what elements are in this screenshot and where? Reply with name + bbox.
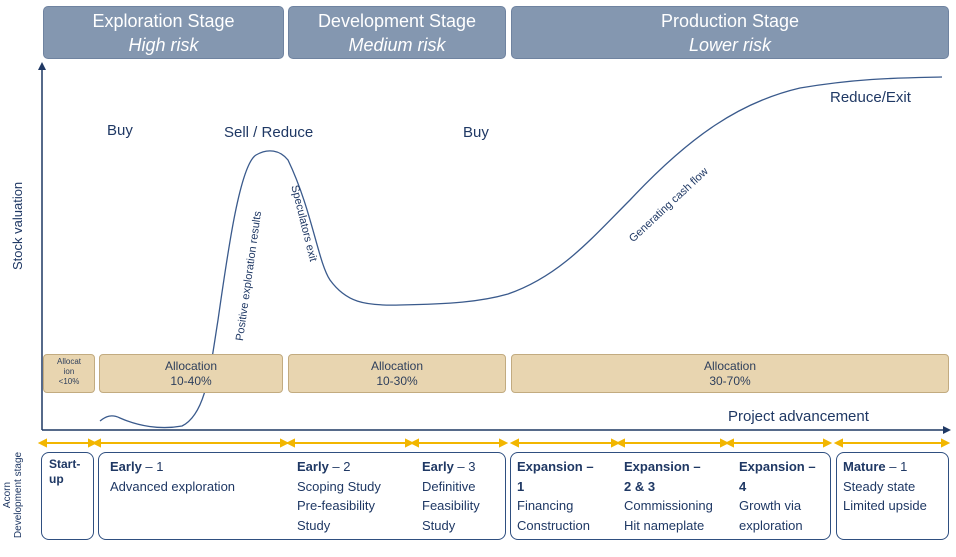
phase-expansion-1: Expansion – 1 Financing Construction [517, 457, 594, 535]
phase-desc: Study [422, 517, 456, 533]
phase-startup: Start- up [49, 457, 80, 487]
phase-desc: Advanced exploration [110, 478, 236, 494]
phase-desc: Steady state [843, 478, 916, 494]
phase-title-2: 2 & 3 [624, 478, 656, 494]
acorn-development-label: Acorn Development stage [2, 440, 24, 550]
phase-title: Early [110, 459, 142, 474]
phase-expansion-2-3: Expansion – 2 & 3 Commissioning Hit name… [624, 457, 713, 535]
phase-box-startup [41, 452, 94, 540]
allocation-value: <10% [58, 377, 80, 386]
phase-desc: Growth via [739, 498, 802, 513]
phase-number: – 2 [328, 459, 351, 474]
phase-box-mature [836, 452, 949, 540]
phase-title: Mature [843, 459, 886, 474]
phase-early-2: Early – 2 Scoping Study Pre-feasibility … [297, 457, 381, 535]
y-axis-label: Stock valuation [10, 181, 25, 270]
phase-desc: exploration [739, 517, 803, 533]
allocation-early-2-3: Allocation 10-30% [288, 354, 506, 393]
allocation-value: 10-40% [170, 374, 212, 388]
phase-title: Expansion – [739, 459, 816, 474]
valuation-curve [99, 76, 943, 429]
allocation-value: 10-30% [376, 374, 418, 388]
phase-desc: Financing [517, 498, 574, 513]
phase-early-1: Early – 1 Advanced exploration [110, 457, 235, 496]
phase-desc: Study [297, 517, 331, 533]
phase-number: – 1 [141, 459, 164, 474]
allocation-value: 30-70% [709, 374, 751, 388]
phase-expansion-4: Expansion – 4 Growth via exploration [739, 457, 816, 535]
x-axis-label: Project advancement [728, 408, 869, 425]
phase-title: Expansion – [624, 459, 701, 474]
phase-box-expansion [510, 452, 831, 540]
phase-early-3: Early – 3 Definitive Feasibility Study [422, 457, 480, 535]
stage-exploration: Exploration Stage High risk [43, 6, 284, 59]
phase-mature-1: Mature – 1 Steady state Limited upside [843, 457, 927, 516]
phase-title-2: 4 [739, 478, 747, 494]
acorn-label-line2: Development stage [13, 451, 24, 539]
allocation-label: ion [63, 367, 75, 376]
stage-title: Production Stage [660, 11, 800, 31]
annotation-reduce-exit: Reduce/Exit [830, 89, 911, 106]
stage-production: Production Stage Lower risk [511, 6, 949, 59]
phase-title: Early [297, 459, 329, 474]
phase-desc: Pre-feasibility [297, 498, 376, 513]
phase-desc: Hit nameplate [624, 517, 705, 533]
phase-desc: Commissioning [624, 498, 713, 513]
annotation-buy-2: Buy [463, 124, 489, 141]
stage-development: Development Stage Medium risk [288, 6, 506, 59]
stage-title: Development Stage [317, 11, 477, 31]
stage-title: Exploration Stage [92, 11, 235, 31]
acorn-label-line1: Acorn [2, 481, 13, 509]
allocation-label: Allocat [56, 357, 81, 366]
phase-title: Early [422, 459, 454, 474]
phase-desc: Definitive [422, 478, 476, 494]
annotation-sell-reduce: Sell / Reduce [224, 124, 314, 141]
annotation-buy: Buy [107, 122, 133, 139]
phase-number: – 3 [453, 459, 476, 474]
phase-title-2: 1 [517, 478, 525, 494]
allocation-label: Allocation [164, 359, 218, 373]
allocation-production: Allocation 30-70% [511, 354, 949, 393]
allocation-early-1: Allocation 10-40% [99, 354, 283, 393]
phase-title: Expansion – [517, 459, 594, 474]
phase-title: Start- [49, 457, 81, 471]
phase-desc: Feasibility [422, 498, 480, 513]
phase-desc: Limited upside [843, 498, 927, 513]
stage-risk: Lower risk [688, 35, 772, 55]
phase-box-early [98, 452, 506, 540]
phase-desc: Construction [517, 517, 590, 533]
phase-title-2: up [49, 472, 64, 486]
stage-risk: Medium risk [348, 35, 446, 55]
phase-desc: Scoping Study [297, 478, 381, 494]
allocation-label: Allocation [703, 359, 757, 373]
stage-risk: High risk [128, 35, 199, 55]
phase-number: – 1 [885, 459, 908, 474]
allocation-startup: Allocat ion <10% [43, 354, 95, 393]
allocation-label: Allocation [370, 359, 424, 373]
phase-arrows [37, 438, 951, 448]
